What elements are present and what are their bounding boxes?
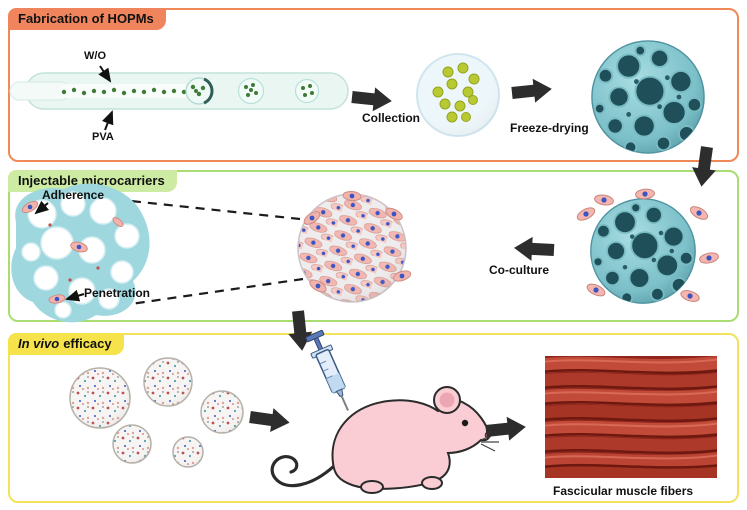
panel-fabrication: Fabrication of HOPMs bbox=[8, 8, 739, 162]
freeze-drying-label: Freeze-drying bbox=[510, 121, 589, 135]
co-culture-label: Co-culture bbox=[489, 263, 549, 277]
wo-label: W/O bbox=[84, 50, 106, 62]
panel-fabrication-title: Fabrication of HOPMs bbox=[8, 8, 166, 30]
collection-label: Collection bbox=[362, 111, 421, 125]
adherence-label: Adherence bbox=[42, 188, 105, 202]
penetration-label: Penetration bbox=[84, 286, 151, 300]
fascicular-muscle-fibers-label: Fascicular muscle fibers bbox=[553, 484, 694, 498]
pva-label: PVA bbox=[92, 131, 114, 143]
in-vivo-title-rest: efficacy bbox=[63, 336, 112, 351]
in-vivo-title-italic: In vivo bbox=[18, 336, 60, 351]
